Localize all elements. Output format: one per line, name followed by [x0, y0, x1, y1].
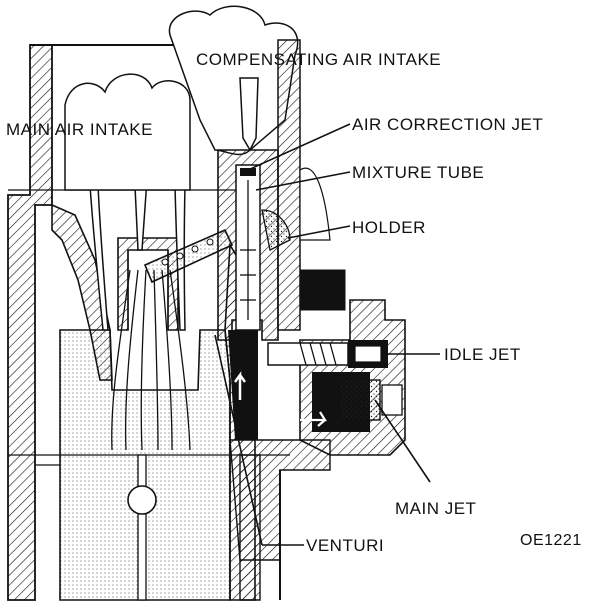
air-clouds	[64, 5, 299, 191]
compensating-air-arrow	[239, 77, 259, 152]
label-idle-jet: IDLE JET	[444, 345, 521, 364]
fuel-well	[228, 330, 258, 440]
leader-holder	[287, 225, 351, 239]
mixture-tube-assembly	[217, 149, 291, 341]
throttle-spindle	[127, 485, 157, 515]
throttle-shaft	[137, 454, 147, 601]
label-compensating-air-intake: COMPENSATING AIR INTAKE	[196, 50, 441, 69]
throat-mixture-column	[59, 329, 231, 601]
label-venturi: VENTURI	[306, 536, 384, 555]
figure-code: OE1221	[520, 532, 582, 549]
leader-air-correction-jet	[247, 123, 351, 171]
leader-main-jet	[374, 399, 431, 483]
air-flow-lines	[111, 269, 191, 451]
leader-venturi	[214, 334, 263, 546]
idle-jet	[267, 340, 388, 368]
label-main-air-intake: MAIN AIR INTAKE	[6, 120, 153, 139]
label-main-jet: MAIN JET	[395, 499, 476, 518]
upper-housing-right	[277, 39, 331, 331]
label-air-correction-jet: AIR CORRECTION JET	[352, 115, 543, 134]
leader-mixture-tube	[255, 171, 351, 191]
air-correction-jet	[240, 168, 256, 176]
venturi	[117, 237, 179, 331]
label-holder: HOLDER	[352, 218, 426, 237]
leader-lines	[214, 123, 440, 546]
discharge-nozzle	[143, 228, 234, 284]
label-mixture-tube: MIXTURE TUBE	[352, 163, 484, 182]
main-jet	[339, 379, 403, 421]
